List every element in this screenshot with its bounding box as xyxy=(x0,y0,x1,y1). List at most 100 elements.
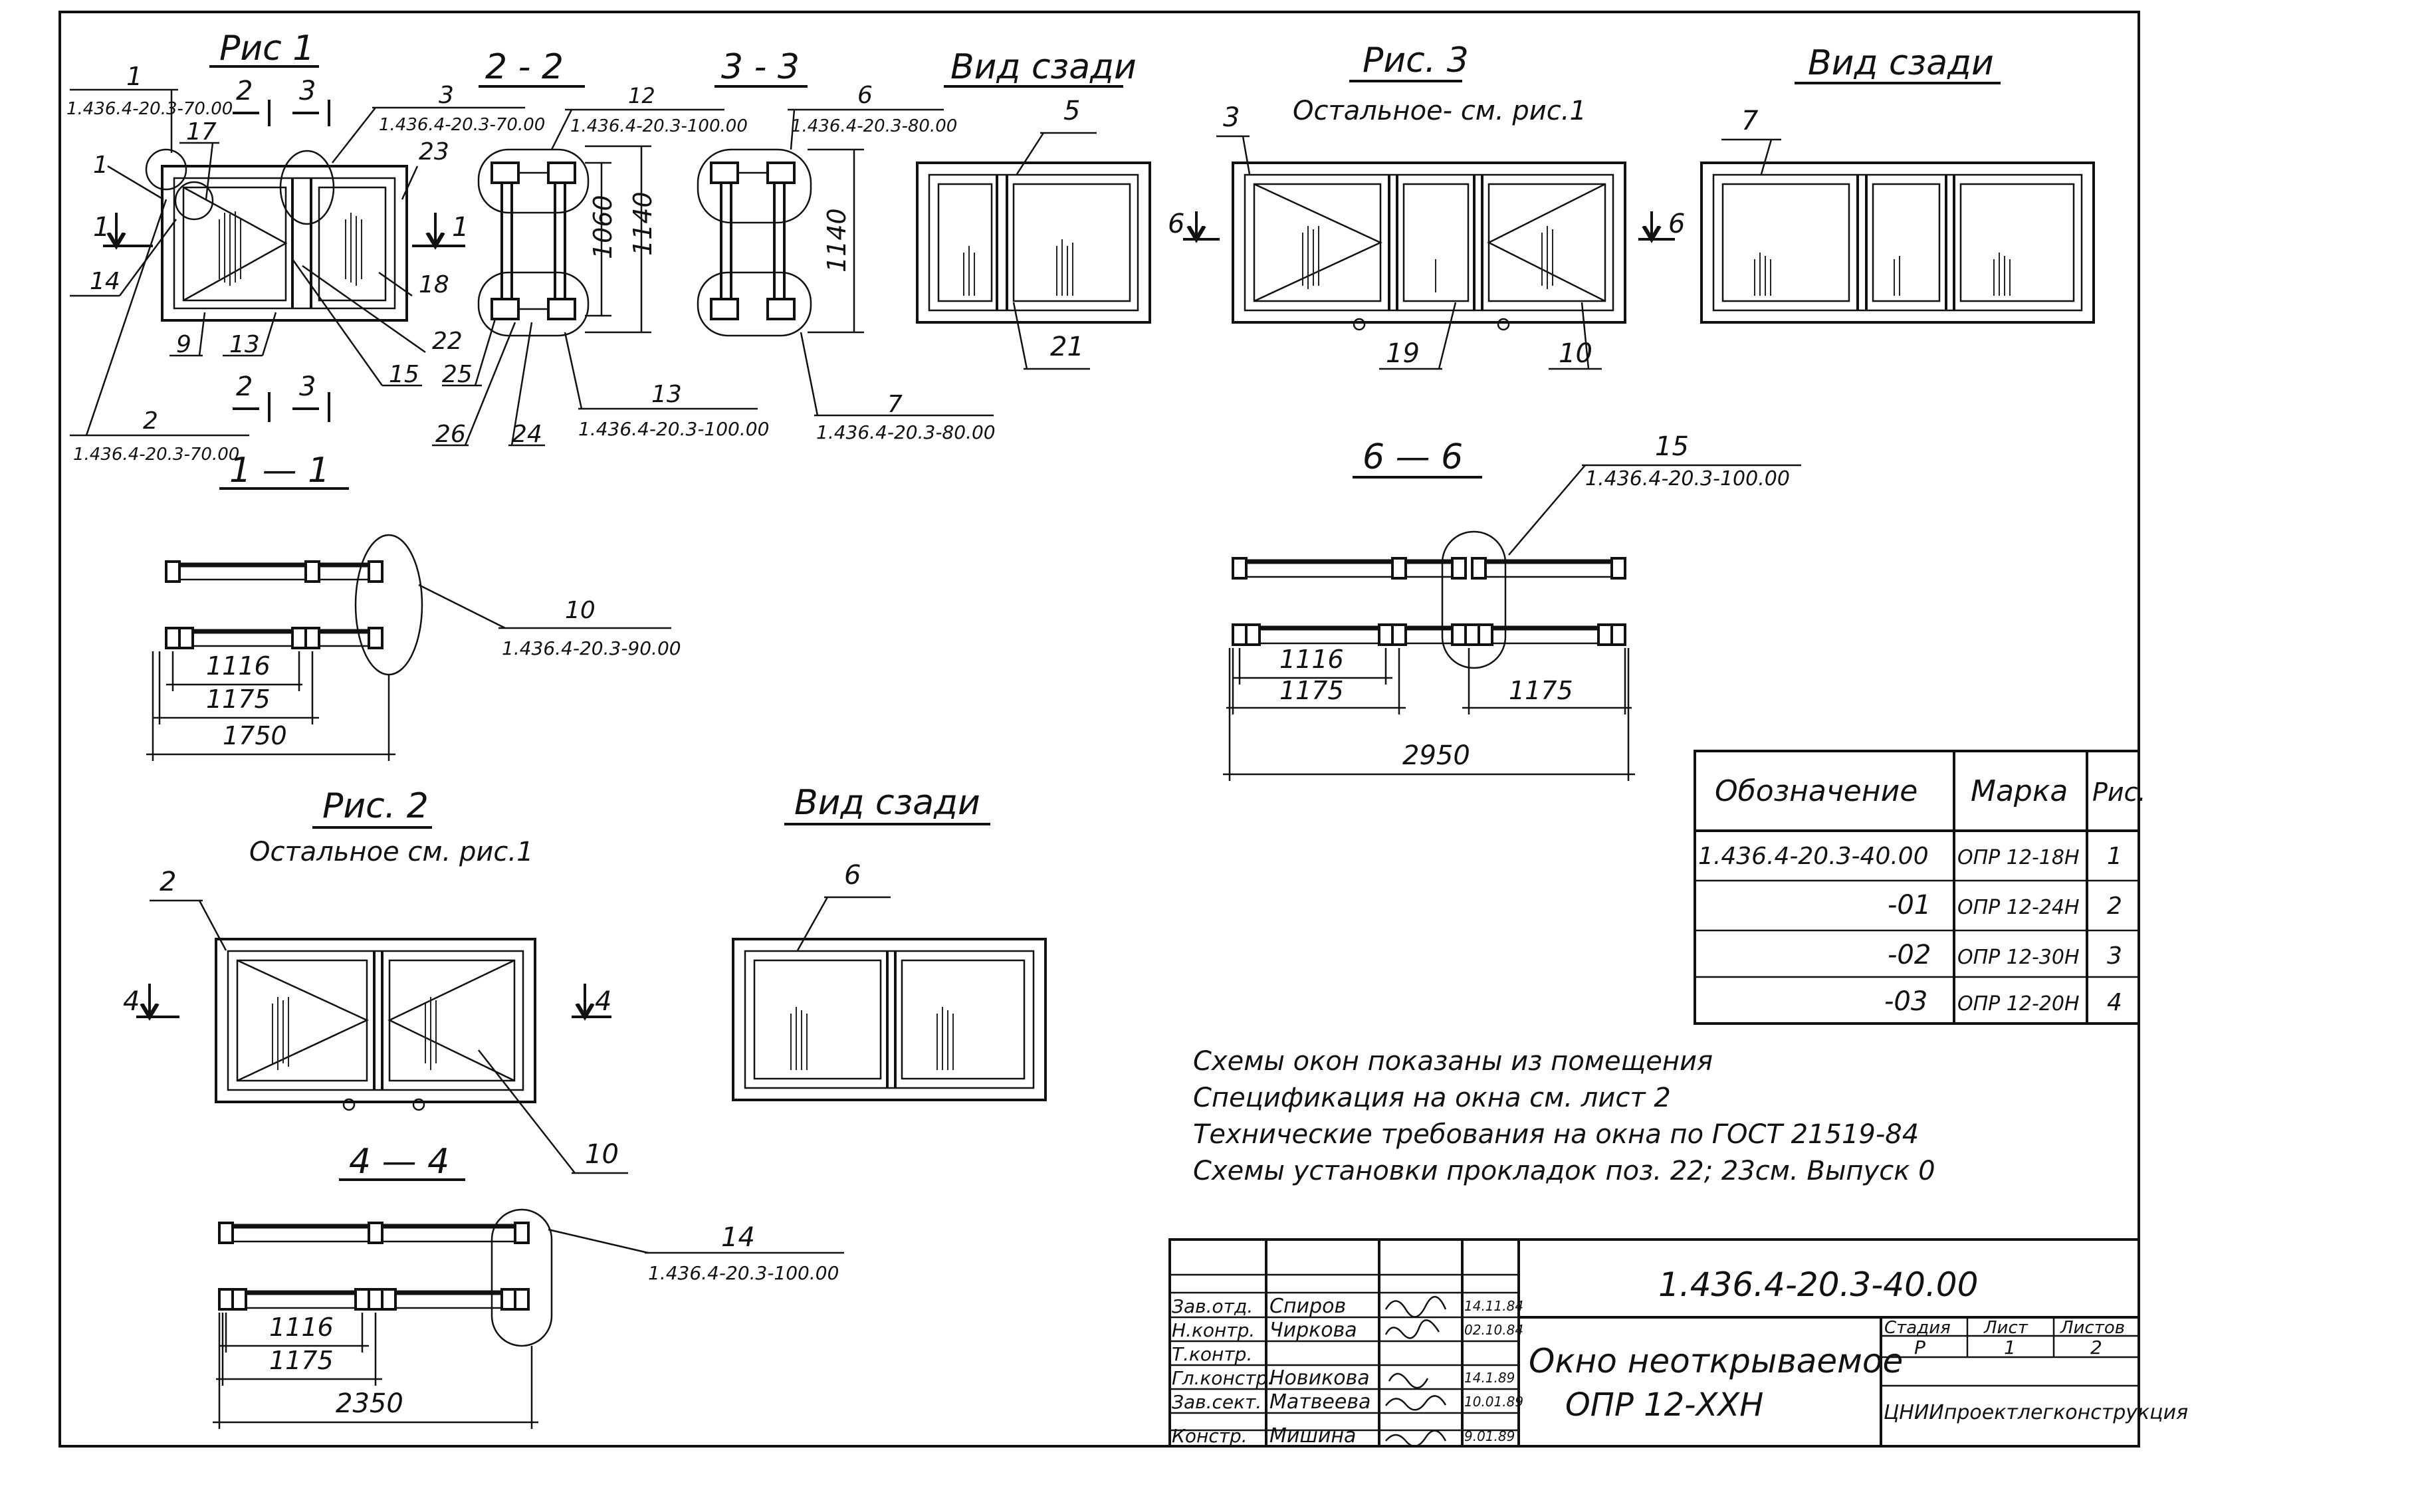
fig1-code-1: 1.436.4-20.3-70.00 xyxy=(66,99,233,119)
fig1-title: Рис 1 xyxy=(219,29,314,68)
sec11-label-10: 10 xyxy=(565,597,596,624)
fig1-label-17: 17 xyxy=(186,118,217,146)
sec11-title: 1 — 1 xyxy=(229,451,330,490)
sec66-dim-1116: 1116 xyxy=(1279,645,1344,674)
sec33-dim-1140: 1140 xyxy=(822,208,851,272)
sec33-title: 3 - 3 xyxy=(721,47,800,87)
rear-view-1: Вид сзади 5 21 xyxy=(916,47,1151,370)
table-row-2-mark: ОПР 12-24Н xyxy=(1957,896,2080,919)
sec44-dim-2350: 2350 xyxy=(336,1388,403,1419)
sec44-code-14: 1.436.4-20.3-100.00 xyxy=(648,1262,839,1284)
sec44-title: 4 — 4 xyxy=(349,1142,449,1182)
table-row-1-mark: ОПР 12-18Н xyxy=(1957,846,2080,869)
stamp-date-6: 9.01.89 xyxy=(1464,1428,1515,1444)
rear-view-2: Вид сзади 6 xyxy=(732,783,1047,1101)
stamp-role-4: Гл.констр. xyxy=(1172,1367,1273,1389)
rear1-label-5: 5 xyxy=(1063,96,1080,126)
stamp-role-3: Т.контр. xyxy=(1172,1343,1252,1365)
section-3-3: 3 - 3 6 1.436.4-20.3-80.00 1140 7 1.436.… xyxy=(697,47,996,443)
sec44-label-14: 14 xyxy=(721,1222,755,1253)
fig3-cut-6-left: 6 xyxy=(1168,209,1184,239)
table-row-3-designation: -02 xyxy=(1888,940,1931,970)
stamp-doc-code: 1.436.4-20.3-40.00 xyxy=(1658,1265,1978,1304)
fig1-label-1b: 1 xyxy=(93,152,108,179)
fig1-label-23: 23 xyxy=(419,138,449,165)
sheet-frame xyxy=(58,11,2140,1448)
stamp-stage-header: Стадия xyxy=(1884,1318,1951,1338)
sec66-dim-2950: 2950 xyxy=(1402,740,1470,771)
table-row-4-mark: ОПР 12-20Н xyxy=(1957,992,2080,1016)
rear1-title: Вид сзади xyxy=(950,47,1137,87)
stamp-role-5: Зав.сект. xyxy=(1172,1391,1261,1413)
table-row-2-fig: 2 xyxy=(2107,893,2122,920)
table-row-4-designation: -03 xyxy=(1884,986,1927,1017)
sec22-label-12: 12 xyxy=(628,83,655,108)
fig1-label-2: 2 xyxy=(143,407,158,435)
sec11-dim-1750: 1750 xyxy=(223,721,287,750)
note-4: Схемы установки прокладок поз. 22; 23см.… xyxy=(1193,1156,1935,1186)
sec22-dim-1140: 1140 xyxy=(628,191,657,256)
table-row-3-fig: 3 xyxy=(2107,942,2122,970)
fig1-label-22: 22 xyxy=(432,328,463,355)
fig1-cut-3-top: 3 xyxy=(299,76,316,106)
sec33-label-7: 7 xyxy=(887,391,903,418)
sec33-label-6: 6 xyxy=(857,82,873,109)
sec66-code-15: 1.436.4-20.3-100.00 xyxy=(1585,467,1790,490)
stamp-name-line-1: Окно неоткрываемое xyxy=(1529,1342,1903,1380)
fig1-label-9: 9 xyxy=(176,331,191,358)
fig2-label-2: 2 xyxy=(160,867,176,897)
fig2-title: Рис. 2 xyxy=(322,786,429,826)
table-row-4-fig: 4 xyxy=(2107,989,2122,1016)
sec22-label-25: 25 xyxy=(442,361,473,388)
fig1-label-1: 1 xyxy=(126,62,142,91)
fig2-cut-4-left: 4 xyxy=(123,986,140,1017)
designation-table: Обозначение Марка Рис. 1.436.4-20.3-40.0… xyxy=(1694,750,2146,1025)
sec44-dim-1116: 1116 xyxy=(269,1313,334,1342)
fig1-label-14: 14 xyxy=(90,268,120,295)
sec22-label-13: 13 xyxy=(651,381,682,408)
stamp-name-2: Чиркова xyxy=(1269,1319,1357,1342)
fig1-cut-3-bot: 3 xyxy=(299,372,316,402)
stamp-name-5: Матвеева xyxy=(1269,1390,1370,1414)
stamp-sheets-header: Листов xyxy=(2060,1318,2125,1338)
rear2-label-6: 6 xyxy=(844,860,861,891)
note-3: Технические требования на окна по ГОСТ 2… xyxy=(1193,1119,1919,1150)
rear2-title: Вид сзади xyxy=(794,783,980,823)
section-2-2: 2 - 2 12 1.436.4-20.3-100.00 1060 1140 2… xyxy=(432,47,769,448)
fig1-label-13: 13 xyxy=(229,331,260,358)
section-4-4: 4 — 4 14 1.436.4-20.3-100.00 1116 1175 2… xyxy=(213,1142,844,1429)
stamp-organization: ЦНИИпроектлегконструкция xyxy=(1884,1401,2188,1424)
stamp-role-2: Н.контр. xyxy=(1172,1319,1255,1341)
fig1-code-2: 1.436.4-20.3-70.00 xyxy=(73,445,239,465)
stamp-name-4: Новикова xyxy=(1269,1366,1370,1390)
stamp-name-6: Мишина xyxy=(1269,1424,1356,1448)
stamp-role-1: Зав.отд. xyxy=(1172,1295,1253,1317)
sec22-label-26: 26 xyxy=(435,421,466,448)
stamp-date-5: 10.01.89 xyxy=(1464,1394,1523,1410)
fig1-cut-2-bot: 2 xyxy=(236,372,253,402)
stamp-sheet-header: Лист xyxy=(1983,1318,2028,1338)
fig2-label-10: 10 xyxy=(585,1139,619,1170)
fig1-code-3: 1.436.4-20.3-70.00 xyxy=(379,115,545,135)
fig2-cut-4-right: 4 xyxy=(595,986,611,1017)
stamp-date-4: 14.1.89 xyxy=(1464,1370,1515,1386)
table-header-mark: Марка xyxy=(1971,774,2068,808)
stamp-stage-value: Р xyxy=(1914,1337,1925,1358)
table-row-2-designation: -01 xyxy=(1888,890,1931,920)
rear3-title: Вид сзади xyxy=(1808,43,1994,83)
stamp-role-6: Констр. xyxy=(1172,1425,1248,1447)
table-row-3-mark: ОПР 12-30Н xyxy=(1957,946,2080,969)
fig3-title: Рис. 3 xyxy=(1363,41,1469,80)
table-header-fig: Рис. xyxy=(2092,778,2146,807)
sec11-code-10: 1.436.4-20.3-90.00 xyxy=(502,637,681,659)
fig2-subtitle: Остальное см. рис.1 xyxy=(249,837,534,867)
title-block: Зав.отд. Н.контр. Т.контр. Гл.констр. За… xyxy=(1168,1238,2188,1448)
fig1-label-15: 15 xyxy=(389,361,419,388)
fig2-group: Рис. 2 Остальное см. рис.1 2 4 4 10 xyxy=(123,786,628,1174)
fig1-cut-2-top: 2 xyxy=(236,76,253,106)
sec22-code-12: 1.436.4-20.3-100.00 xyxy=(570,116,748,136)
section-1-1: 1 — 1 10 1.436.4-20.3-90.00 1116 1175 17… xyxy=(146,451,681,761)
fig3-label-3: 3 xyxy=(1223,102,1240,133)
sec44-dim-1175: 1175 xyxy=(269,1346,334,1375)
